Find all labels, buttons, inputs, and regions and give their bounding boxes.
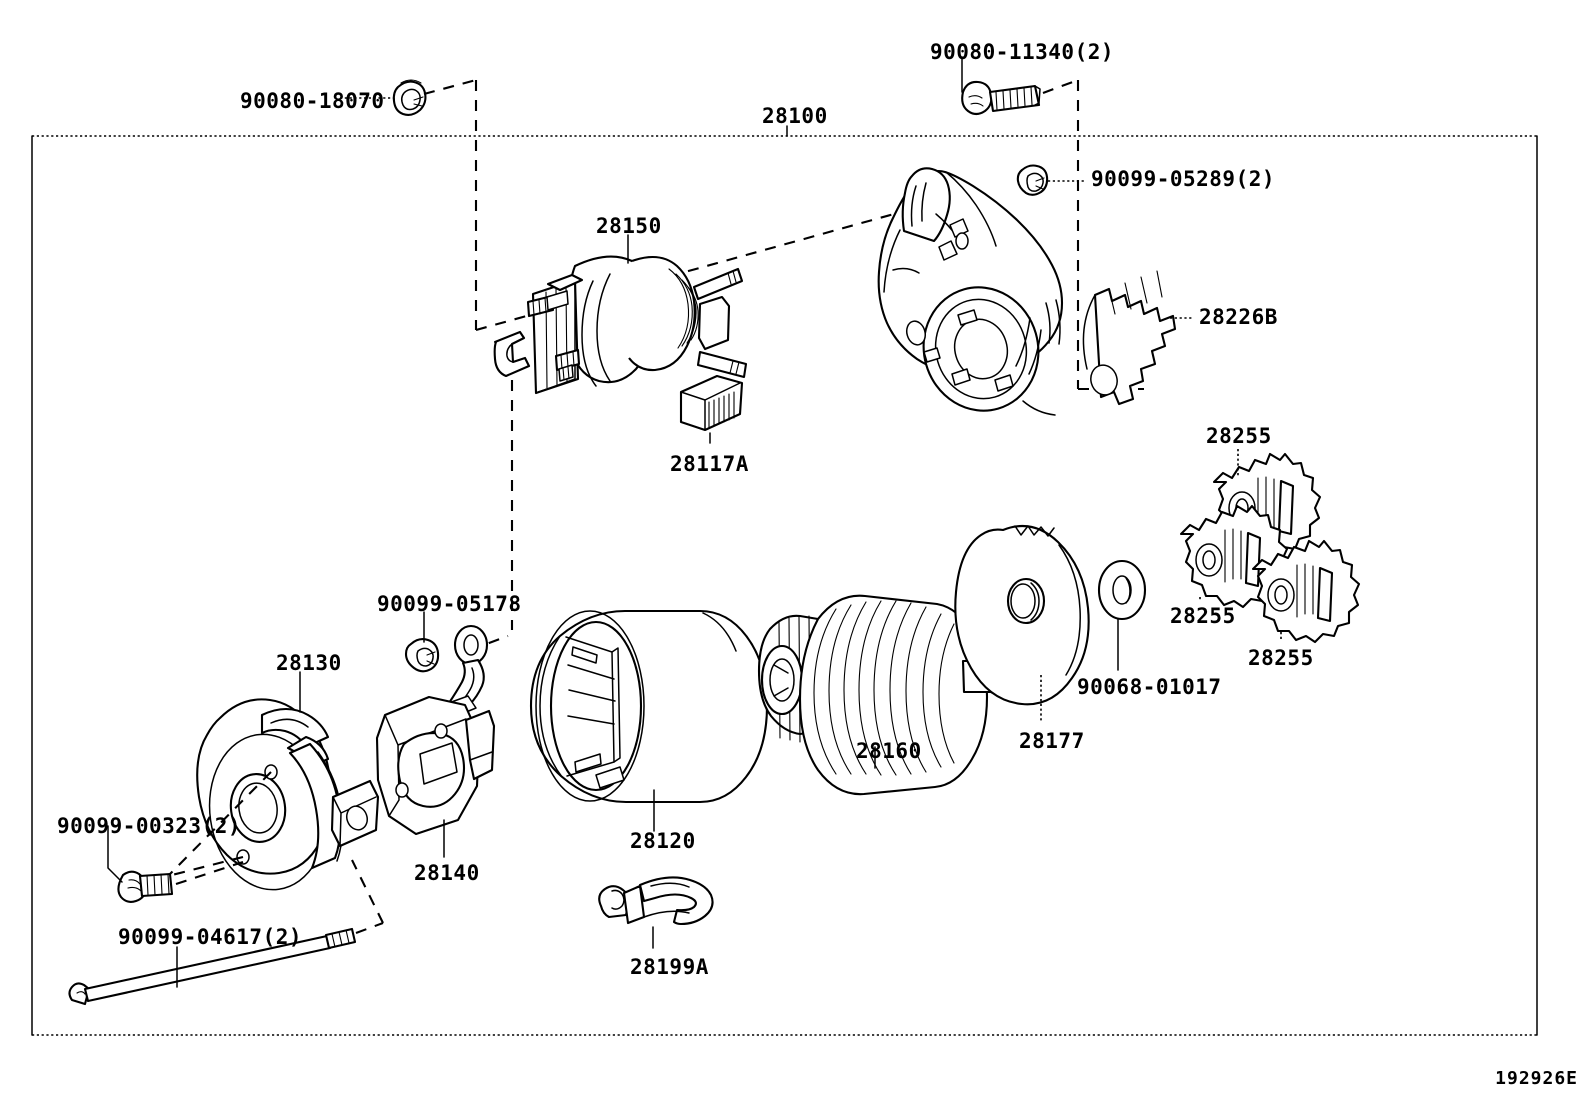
label-90099-04617: 90099-04617(2): [118, 925, 303, 949]
label-28177: 28177: [1019, 729, 1085, 753]
part-washer-90068-01017: [1097, 559, 1147, 671]
part-nut-90080-18070: [340, 79, 427, 116]
label-28100: 28100: [762, 104, 828, 128]
part-bolt-90080-11340: [961, 56, 1041, 116]
part-nut-90099-05289: [1016, 164, 1085, 196]
part-end-frame-28130: [167, 671, 380, 891]
label-90099-05289: 90099-05289(2): [1091, 167, 1276, 191]
label-28117A: 28117A: [670, 452, 749, 476]
part-drive-housing-28226B: [877, 167, 1193, 416]
part-yoke-28120: [529, 609, 769, 832]
label-28226B: 28226B: [1199, 305, 1278, 329]
label-90080-11340: 90080-11340(2): [930, 40, 1115, 64]
part-terminal-clip: [443, 624, 489, 727]
label-90068-01017: 90068-01017: [1077, 675, 1222, 699]
part-through-bolt-90099-04617: [68, 859, 384, 1006]
label-28160: 28160: [856, 739, 922, 763]
part-screw-90099-00323: [107, 825, 244, 903]
part-lead-wire-28199A: [598, 876, 714, 949]
assembly-line-11340: [1042, 79, 1079, 94]
label-28255-upper: 28255: [1206, 424, 1272, 448]
label-28140: 28140: [414, 861, 480, 885]
part-brush-holder-28140: [375, 695, 496, 858]
part-magnetic-switch-28150: [493, 234, 748, 395]
assembly-line-18070: [423, 78, 477, 96]
label-28255-middle: 28255: [1170, 604, 1236, 628]
diagram-footer-code: 192926E: [1495, 1068, 1578, 1089]
part-nut-90099-05178: [404, 611, 440, 673]
label-28150: 28150: [596, 214, 662, 238]
label-28199A: 28199A: [630, 955, 709, 979]
diagram-frame: [31, 135, 1538, 1036]
label-90099-00323: 90099-00323(2): [57, 814, 242, 838]
part-planetary-gear-lower-28255: [1251, 539, 1361, 644]
part-plate-28177: [954, 525, 1090, 723]
label-28255-lower: 28255: [1248, 646, 1314, 670]
label-90099-05178: 90099-05178: [377, 592, 522, 616]
label-28130: 28130: [276, 651, 342, 675]
part-brush-28117A: [679, 374, 744, 444]
label-28120: 28120: [630, 829, 696, 853]
label-90080-18070: 90080-18070: [240, 89, 385, 113]
